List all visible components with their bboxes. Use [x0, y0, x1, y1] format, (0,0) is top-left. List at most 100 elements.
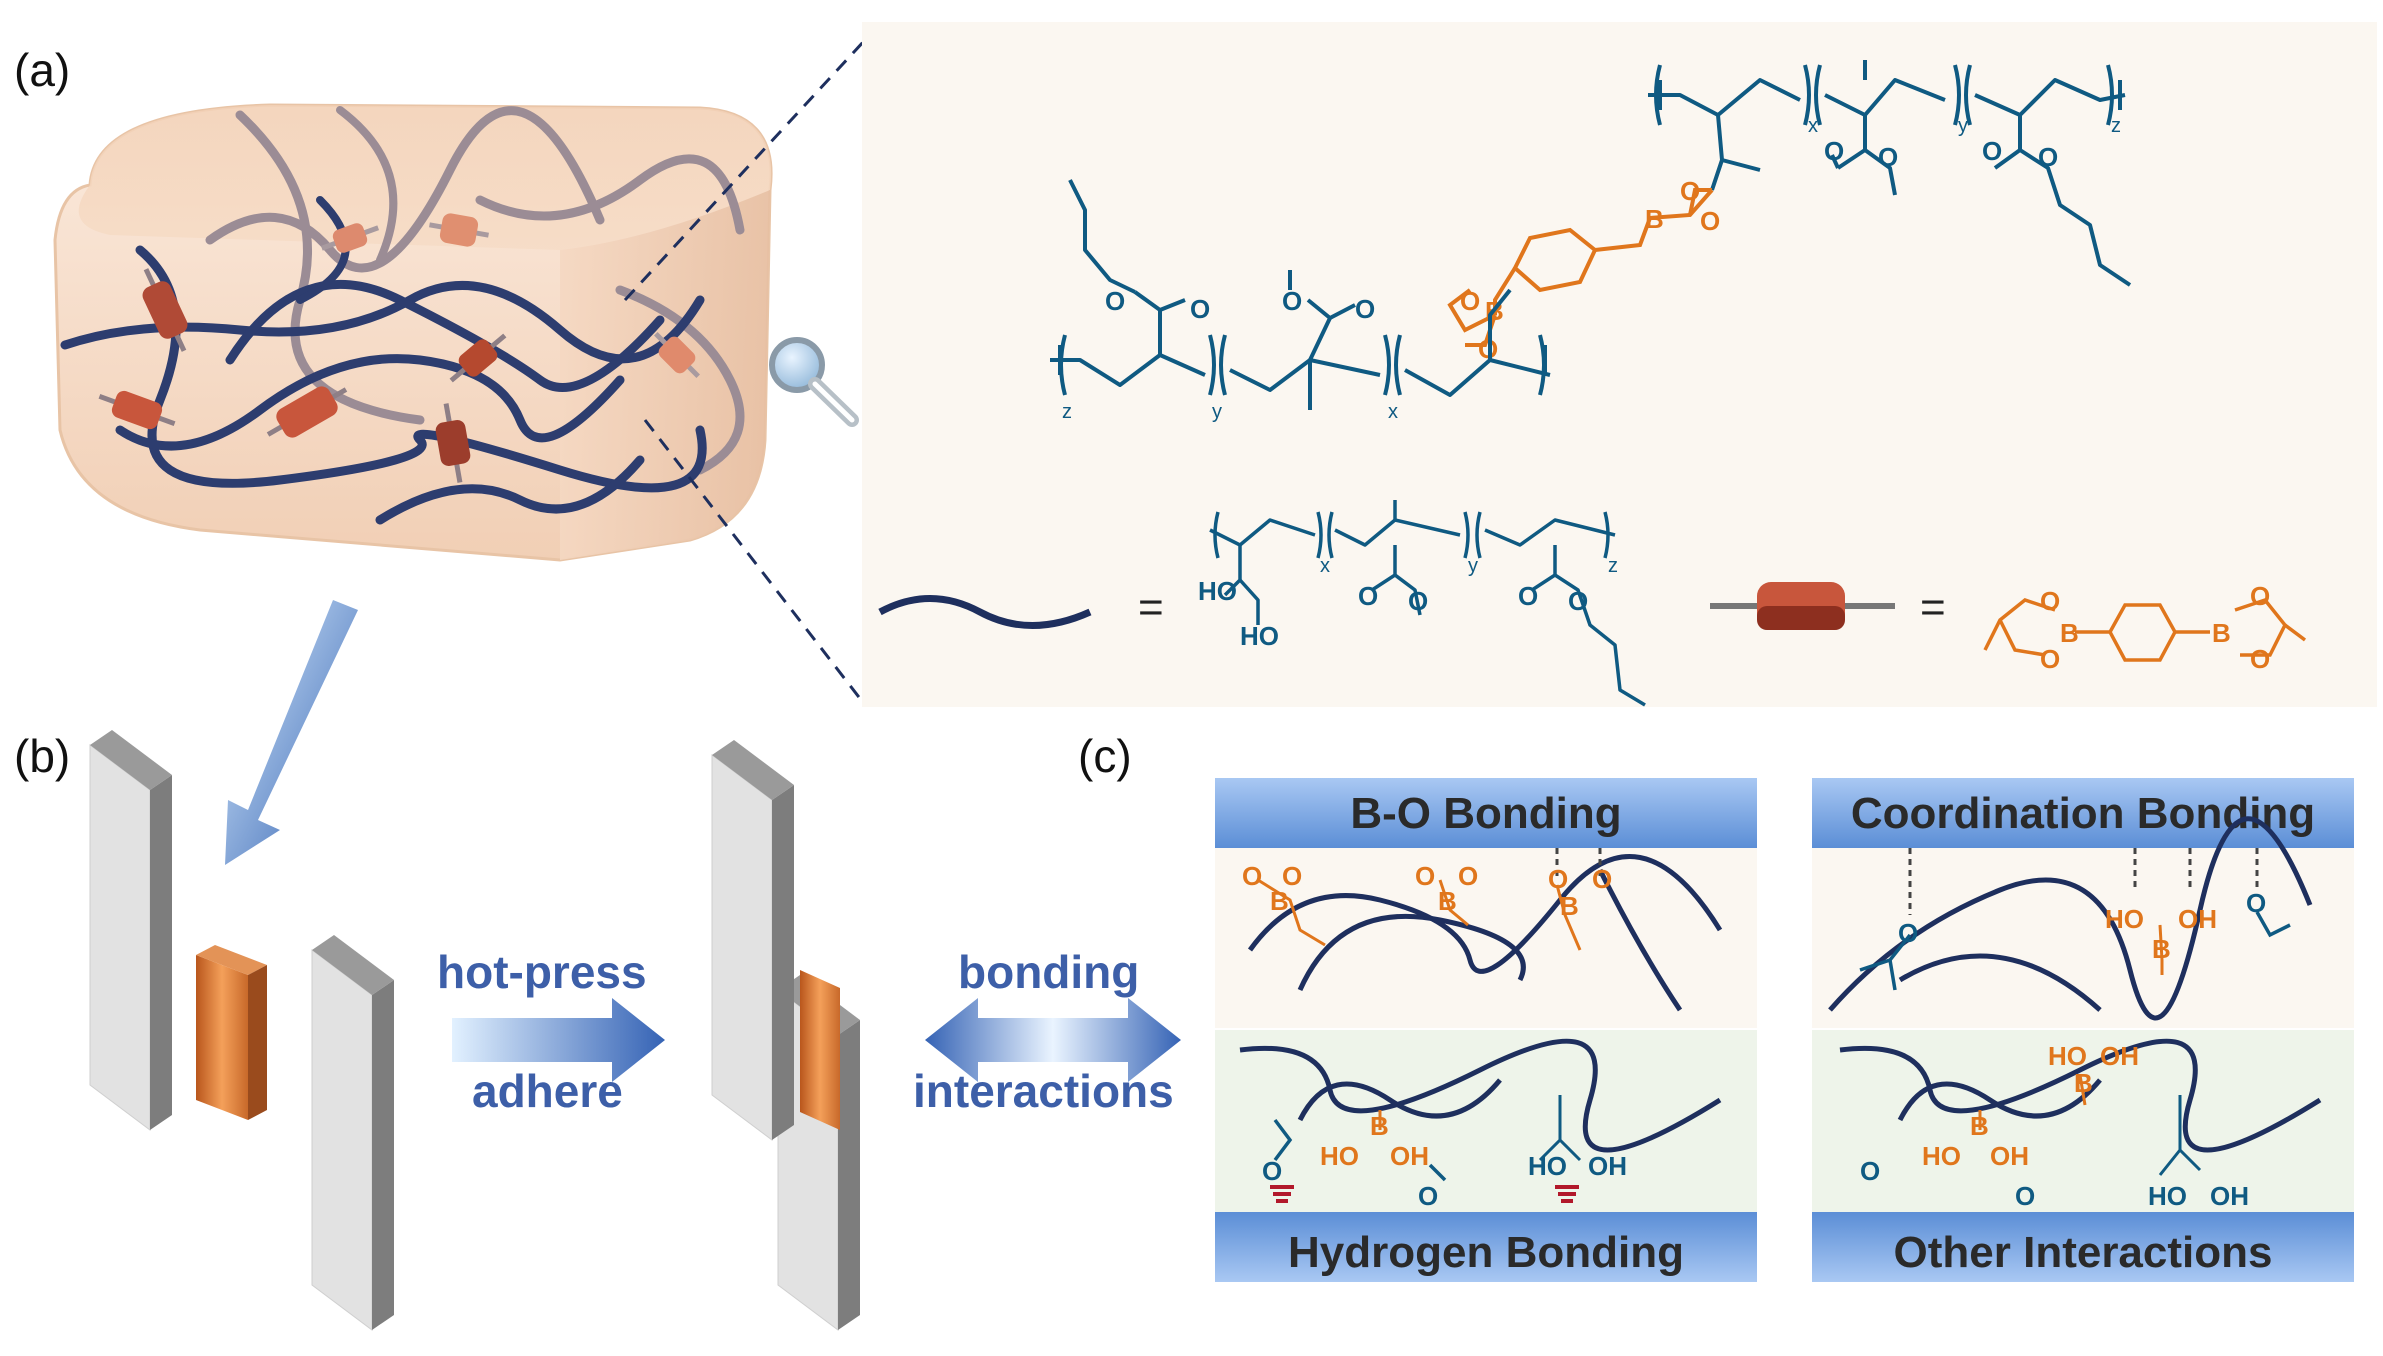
upper-polymer-labels: O B O O B O O O O O x y z [1460, 115, 2121, 364]
magnifier-icon [769, 337, 859, 427]
atom-b: B [2074, 1068, 2093, 1098]
atom-b: B [1970, 1111, 1989, 1141]
box-bo-bonding-labels: O O B O O B O O B [1242, 861, 1612, 921]
upper-polymer-orange [1447, 188, 1714, 347]
atom-ho: HO [1320, 1141, 1359, 1171]
crosslinker-legend-labels: O B O O B O [2040, 581, 2270, 674]
box-hydrogen-bonding: Hydrogen Bonding [1215, 1030, 1757, 1282]
atom-o: O [1105, 286, 1125, 316]
label-interactions: interactions [913, 1065, 1174, 1117]
atom-oh: OH [1990, 1141, 2029, 1171]
atom-ho: HO [1528, 1151, 1567, 1181]
subscript-z: z [2111, 115, 2121, 137]
box-bo-bonding: B-O Bonding [1215, 778, 1757, 1028]
atom-ho: HO [1198, 576, 1237, 606]
atom-o: O [1408, 586, 1428, 616]
atom-o: O [1548, 864, 1568, 894]
subscript-x: x [1388, 401, 1398, 423]
lower-polymer-structure [1050, 179, 1551, 410]
label-hot-press: hot-press [437, 946, 647, 998]
atom-oh: OH [2100, 1041, 2139, 1071]
adhesive-block [196, 945, 267, 1120]
atom-oh: OH [1390, 1141, 1429, 1171]
atom-o: O [1568, 586, 1588, 616]
label-adhere: adhere [472, 1065, 623, 1117]
crosslinker-legend-symbol [1710, 582, 1895, 630]
atom-oh: OH [1588, 1151, 1627, 1181]
atom-ho: HO [1922, 1141, 1961, 1171]
atom-o: O [2040, 644, 2060, 674]
title-other-interactions: Other Interactions [1894, 1228, 2273, 1277]
atom-o: O [2246, 888, 2266, 918]
subscript-x: x [1808, 115, 1818, 137]
panel-label-a: (a) [14, 44, 70, 96]
atom-o: O [2040, 586, 2060, 616]
crosslinker-rods [98, 213, 700, 483]
zoom-line-top [623, 38, 867, 302]
title-bo-bonding: B-O Bonding [1350, 789, 1621, 838]
box-coordination-bonding: Coordination Bonding [1812, 778, 2354, 1028]
atom-o: O [1418, 1181, 1438, 1211]
upper-polymer-structure [1648, 60, 2132, 287]
subscript-z: z [1608, 555, 1618, 577]
title-coordination-bonding: Coordination Bonding [1851, 789, 2315, 838]
atom-o: O [1860, 1156, 1880, 1186]
panel-label-c: (c) [1078, 730, 1132, 782]
subscript-x: x [1320, 555, 1330, 577]
atom-o: O [1592, 864, 1612, 894]
atom-b: B [1560, 891, 1579, 921]
box-other-labels: HO OH B B HO OH O O HO OH [1860, 1041, 2249, 1211]
label-bonding: bonding [958, 946, 1139, 998]
atom-b: B [1270, 886, 1289, 916]
atom-o: O [2250, 644, 2270, 674]
subscript-y: y [1468, 555, 1478, 577]
atom-o: O [1878, 142, 1898, 172]
atom-o: O [1282, 861, 1302, 891]
down-arrow [225, 600, 358, 865]
atom-o: O [1982, 136, 2002, 166]
chain-legend-structure [1209, 500, 1646, 707]
atom-o: O [2250, 581, 2270, 611]
atom-b: B [2060, 618, 2079, 648]
atom-ho: HO [2105, 904, 2144, 934]
substrate-plate-right [311, 935, 394, 1331]
atom-o: O [1680, 176, 1700, 206]
equals-sign-chain: = [1138, 583, 1164, 632]
atom-o: O [1458, 861, 1478, 891]
atom-o: O [1415, 861, 1435, 891]
atom-o: O [1700, 206, 1720, 236]
chain-legend-symbol [878, 595, 1092, 629]
hot-press-arrow [452, 998, 665, 1082]
crosslinker-legend-structure [1983, 597, 2307, 662]
bonded-joint [711, 740, 860, 1331]
atom-o: O [1898, 918, 1918, 948]
atom-ho: HO [1240, 621, 1279, 651]
atom-b: B [2212, 618, 2231, 648]
atom-b: B [1438, 886, 1457, 916]
lower-polymer-labels: O O O O z y x [1062, 286, 1398, 423]
atom-o: O [1190, 294, 1210, 324]
atom-o: O [1355, 294, 1375, 324]
atom-o: O [1262, 1156, 1282, 1186]
atom-o: O [1242, 861, 1262, 891]
equals-sign-crosslinker: = [1920, 583, 1946, 632]
atom-ho: HO [2048, 1041, 2087, 1071]
atom-o: O [1460, 286, 1480, 316]
panel-label-b: (b) [14, 730, 70, 782]
subscript-y: y [1212, 401, 1222, 423]
atom-o: O [2038, 142, 2058, 172]
bonding-double-arrow [925, 998, 1181, 1082]
atom-o: O [1282, 286, 1302, 316]
zoom-line-bottom [643, 419, 867, 706]
atom-b: B [2152, 934, 2171, 964]
chain-legend-labels: HO HO O O O O x y z [1198, 555, 1618, 651]
box-coordination-labels: O O HO OH B [1898, 888, 2266, 964]
substrate-plate-left [89, 730, 172, 1131]
atom-o: O [2015, 1181, 2035, 1211]
atom-oh: OH [2210, 1181, 2249, 1211]
box-other-interactions: Other Interactions [1812, 1030, 2354, 1282]
atom-ho: HO [2148, 1181, 2187, 1211]
box-hydrogen-labels: O O HO OH B HO OH [1262, 1111, 1627, 1211]
zoom-panel [862, 22, 2377, 707]
atom-b: B [1645, 204, 1664, 234]
